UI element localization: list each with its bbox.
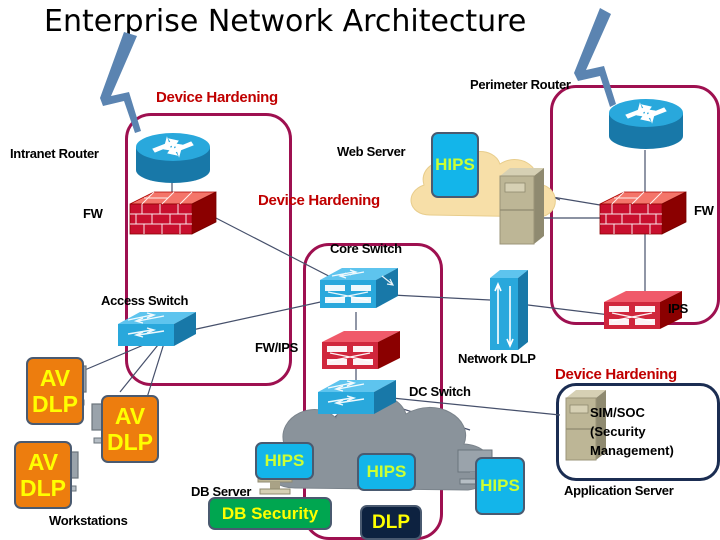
label-access-switch: Access Switch xyxy=(101,293,189,308)
access-switch-icon[interactable] xyxy=(118,310,196,352)
label-network-dlp: Network DLP xyxy=(458,351,536,366)
badge-av-dlp-2[interactable]: AV DLP xyxy=(101,395,159,463)
badge-av-dlp-3[interactable]: AV DLP xyxy=(14,441,72,509)
core-switch-icon[interactable] xyxy=(320,266,398,314)
label-fw-ips: FW/IPS xyxy=(255,340,298,355)
web-server-icon[interactable] xyxy=(496,166,548,246)
fw-ips-icon[interactable] xyxy=(322,330,400,374)
badge-dlp-db[interactable]: DLP xyxy=(360,505,422,540)
annotation-device-hardening-simsoc: Device Hardening xyxy=(555,366,677,383)
application-server-icon[interactable] xyxy=(562,388,610,462)
page-title: Enterprise Network Architecture xyxy=(44,4,527,39)
badge-db-security[interactable]: DB Security xyxy=(208,497,332,530)
label-web-server: Web Server xyxy=(337,144,406,159)
annotation-device-hardening-intranet: Device Hardening xyxy=(156,89,278,106)
intranet-router-icon[interactable] xyxy=(133,130,213,186)
label-application-server: Application Server xyxy=(564,483,674,498)
firewall-right-icon[interactable] xyxy=(599,190,687,238)
label-sim-soc: SIM/SOC (Security Management) xyxy=(590,405,674,458)
badge-hips-app[interactable]: HIPS xyxy=(357,453,416,491)
network-dlp-icon[interactable] xyxy=(484,268,532,358)
badge-hips-web[interactable]: HIPS xyxy=(431,132,479,198)
zone-security-management xyxy=(556,383,720,481)
firewall-left-icon[interactable] xyxy=(129,190,217,238)
label-intranet-router: Intranet Router xyxy=(10,146,99,161)
label-fw-right: FW xyxy=(694,203,714,218)
label-workstations: Workstations xyxy=(49,513,128,528)
dc-switch-icon[interactable] xyxy=(318,378,396,420)
badge-hips-app2[interactable]: HIPS xyxy=(475,457,525,515)
label-core-switch: Core Switch xyxy=(330,241,402,256)
label-ips: IPS xyxy=(668,301,689,316)
badge-av-dlp-1[interactable]: AV DLP xyxy=(26,357,84,425)
label-db-server: DB Server xyxy=(191,484,252,499)
annotation-device-hardening-core: Device Hardening xyxy=(258,192,380,209)
ips-icon[interactable] xyxy=(604,290,682,334)
perimeter-router-icon[interactable] xyxy=(606,96,686,152)
label-fw-left: FW xyxy=(83,206,103,221)
badge-hips-db[interactable]: HIPS xyxy=(255,442,314,480)
label-perimeter-router: Perimeter Router xyxy=(470,77,571,92)
label-dc-switch: DC Switch xyxy=(409,384,471,399)
